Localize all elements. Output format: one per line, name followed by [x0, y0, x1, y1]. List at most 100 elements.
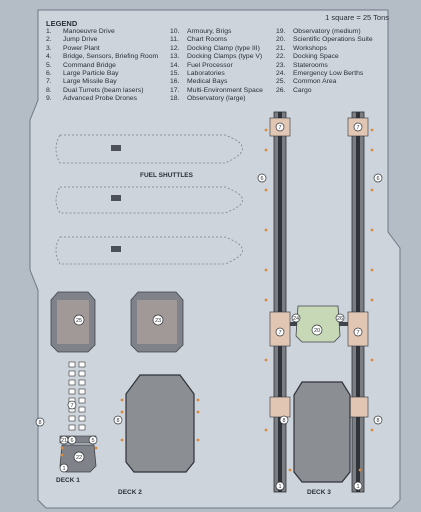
legend-item: 2.Jump Drive [46, 36, 158, 44]
legend-item-number: 6. [46, 70, 52, 78]
svg-text:8: 8 [376, 418, 379, 424]
legend-item-number: 7. [46, 78, 52, 86]
shuttle-hatch [111, 246, 121, 252]
legend-item-label: Emergency Low Berths [293, 70, 364, 78]
svg-text:21: 21 [61, 438, 67, 444]
legend-item-number: 10. [170, 28, 180, 35]
legend-item-label: Dual Turrets (beam lasers) [63, 86, 144, 94]
svg-text:23: 23 [155, 318, 161, 324]
svg-text:7: 7 [278, 125, 281, 131]
legend-item: 7.Large Missile Bay [46, 78, 158, 86]
legend-item: 4. Bridge, Sensors, Briefing Room [46, 53, 158, 61]
legend-item-label: Fuel Processor [187, 61, 233, 69]
legend-item-label: Common Area [293, 78, 337, 86]
legend-item-label: Chart Rooms [187, 36, 228, 44]
legend-item: 6. Large Particle Bay [46, 70, 158, 78]
legend-item-label: Staterooms [293, 61, 328, 69]
room-marker: 6 [257, 173, 267, 183]
legend-item-label: Large Particle Bay [63, 70, 119, 78]
room-marker: 25 [73, 314, 85, 326]
svg-text:26: 26 [337, 316, 343, 322]
legend-item-label: Manoeuvre Drive [63, 28, 115, 35]
legend-item: 15.Laboratories [170, 70, 263, 78]
legend-item-number: 26. [276, 86, 286, 94]
legend-item-label: Observatory (large) [187, 95, 246, 103]
legend-item-number: 9. [46, 95, 52, 103]
legend-item-label: Bridge, Sensors, Briefing Room [63, 53, 159, 61]
legend-item-number: 21. [276, 44, 286, 52]
legend-item: 10. Armoury, Brigs [170, 28, 263, 36]
svg-text:7: 7 [278, 330, 281, 336]
legend-item-number: 4. [46, 53, 52, 61]
room-marker: 8 [35, 417, 45, 427]
svg-text:8: 8 [38, 420, 41, 426]
room-marker: 7 [275, 122, 285, 132]
legend-column-3: 19.Observatory (medium)20.Scientific Ope… [276, 28, 373, 95]
fuel-shuttles-label: FUEL SHUTTLES [140, 172, 193, 179]
svg-text:1: 1 [62, 466, 65, 472]
legend-item-number: 8. [46, 86, 52, 94]
legend-item-label: Jump Drive [63, 36, 98, 44]
svg-text:7: 7 [356, 125, 359, 131]
deck2-docking-bay [125, 374, 195, 473]
legend-item: 14. Fuel Processor [170, 62, 263, 70]
room-marker: 21 [59, 435, 69, 445]
deck-1-label: DECK 1 [56, 477, 80, 484]
legend-item-label: Multi-Environment Space [187, 86, 263, 94]
shuttle-hatch [111, 195, 121, 201]
svg-text:6: 6 [70, 438, 73, 444]
legend-item-label: Docking Space [293, 53, 339, 61]
room-marker: 7 [67, 400, 77, 410]
legend-item: 5. Command Bridge [46, 62, 158, 70]
legend-item-number: 14. [170, 61, 180, 69]
svg-text:6: 6 [376, 176, 379, 182]
legend-item-number: 16. [170, 78, 180, 86]
scale-note: 1 square = 25 Tons [325, 13, 389, 22]
turret-marks [60, 128, 374, 472]
legend-item-label: Laboratories [187, 70, 225, 78]
room-marker: 8 [373, 415, 383, 425]
legend-item-label: Docking Clamp (type III) [187, 44, 260, 52]
legend-item-number: 1. [46, 28, 52, 35]
legend-item-label: Armoury, Brigs [187, 28, 232, 35]
room-marker: 5 [88, 435, 98, 445]
legend-item: 24. Emergency Low Berths [276, 70, 373, 78]
legend-item-label: Docking Clamps (type V) [187, 53, 263, 61]
svg-text:20: 20 [314, 328, 320, 334]
svg-text:7: 7 [356, 330, 359, 336]
svg-text:8: 8 [282, 418, 285, 424]
legend-item-label: Medical Bays [187, 78, 228, 86]
legend-item-number: 20. [276, 36, 286, 44]
room-marker: 7 [275, 327, 285, 337]
deck3-observatory [295, 305, 341, 343]
legend-item-number: 19. [276, 28, 286, 35]
legend-item-label: Observatory (medium) [293, 28, 361, 35]
legend-item: 23.Staterooms [276, 62, 373, 70]
svg-text:1: 1 [356, 484, 359, 490]
legend-item: 1. Manoeuvre Drive [46, 28, 158, 36]
fuel-shuttle-outline [55, 236, 243, 265]
legend-item-number: 18. [170, 95, 180, 103]
room-marker: 7 [353, 122, 363, 132]
fuel-shuttle-outline [55, 134, 243, 164]
legend-item-number: 12. [170, 44, 180, 52]
legend-item: 12. Docking Clamp (type III) [170, 45, 263, 53]
room-marker: 23 [152, 314, 164, 326]
legend-item-number: 13. [170, 53, 180, 61]
legend-item: 26.Cargo [276, 87, 373, 95]
legend-title: LEGEND [46, 19, 78, 28]
legend-item-number: 24. [276, 70, 286, 78]
svg-text:1: 1 [278, 484, 281, 490]
legend-item: 3.Power Plant [46, 45, 158, 53]
legend-item: 19. Observatory (medium) [276, 28, 373, 36]
deck3-cargo-left [293, 381, 351, 483]
legend-item-label: Command Bridge [63, 61, 116, 69]
legend-item-number: 25. [276, 78, 286, 86]
svg-text:22: 22 [76, 455, 82, 461]
fuel-shuttles [55, 134, 243, 265]
deck-3-label: DECK 3 [307, 489, 331, 496]
room-marker: 24 [291, 313, 301, 323]
legend-item-number: 5. [46, 61, 52, 69]
legend-item: 9.Advanced Probe Drones [46, 95, 158, 103]
